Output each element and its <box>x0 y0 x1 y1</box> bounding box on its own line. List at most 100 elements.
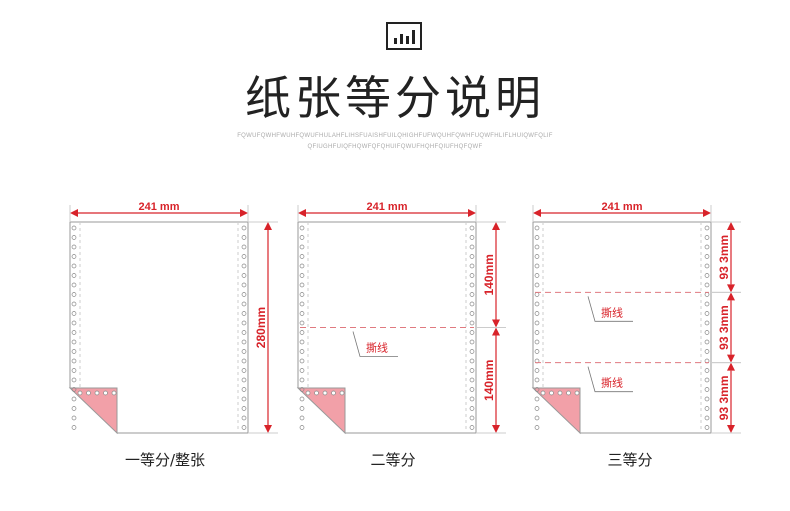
tractor-hole <box>241 320 247 326</box>
caption-panel-2: 二等分 <box>370 451 416 469</box>
tractor-hole <box>94 390 100 396</box>
tractor-hole <box>299 320 305 326</box>
tractor-hole <box>704 368 710 373</box>
tractor-hole <box>71 320 77 326</box>
arrowhead-down <box>727 354 735 363</box>
tractor-hole <box>241 263 247 269</box>
tractor-hole <box>574 390 580 396</box>
tractor-hole <box>534 339 540 345</box>
tractor-hole <box>71 387 77 392</box>
tractor-hole <box>339 390 345 396</box>
tractor-hole <box>299 377 305 383</box>
carbon-corner <box>531 387 581 435</box>
tractor-hole <box>704 282 710 288</box>
width-label: 241 mm <box>602 201 643 213</box>
tractor-hole <box>534 377 540 383</box>
tractor-hole <box>704 387 710 392</box>
caption-panel-1: 一等分/整张 <box>124 451 206 469</box>
tractor-hole <box>469 396 475 402</box>
tractor-hole <box>71 292 77 297</box>
tractor-hole <box>299 396 305 402</box>
tractor-hole <box>299 254 305 259</box>
tractor-hole <box>71 330 77 335</box>
arrowhead-right <box>240 209 248 217</box>
arrowhead-right <box>703 209 711 217</box>
tractor-hole <box>534 263 540 269</box>
arrowhead-up <box>492 222 500 230</box>
tractor-hole <box>534 254 540 259</box>
tractor-hole <box>534 425 540 430</box>
carbon-corner <box>68 387 118 435</box>
tractor-hole <box>469 387 475 392</box>
tractor-hole <box>71 282 77 288</box>
tractor-hole <box>86 390 91 396</box>
tractor-hole <box>71 349 77 354</box>
tractor-hole <box>299 358 305 364</box>
tractor-hole <box>540 390 546 396</box>
tractor-hole <box>469 320 475 326</box>
tractor-hole <box>704 263 710 269</box>
tractor-hole <box>704 330 710 335</box>
tear-label-leader <box>587 296 633 322</box>
tractor-hole <box>534 235 540 240</box>
page-title: 纸张等分说明 <box>245 71 545 125</box>
tractor-hole <box>704 235 710 240</box>
tractor-hole <box>704 254 710 259</box>
tractor-hole <box>469 282 475 288</box>
tractor-hole <box>557 390 563 396</box>
tractor-hole <box>71 406 77 411</box>
height-label: 93 3mm <box>717 305 731 350</box>
tractor-hole <box>704 377 710 383</box>
tractor-hole <box>71 235 77 240</box>
tractor-hole <box>241 387 247 392</box>
tractor-hole <box>71 368 77 373</box>
tractor-hole <box>241 282 247 288</box>
tractor-hole <box>241 415 247 421</box>
tractor-hole <box>77 390 83 396</box>
height-label: 93 3mm <box>717 375 731 420</box>
tractor-hole <box>71 377 77 383</box>
tractor-hole <box>549 390 554 396</box>
arrowhead-down <box>727 284 735 293</box>
tractor-hole <box>534 311 540 316</box>
tractor-hole <box>469 415 475 421</box>
tractor-hole <box>241 368 247 373</box>
tractor-hole <box>704 415 710 421</box>
tractor-hole <box>299 273 305 278</box>
tractor-hole <box>299 292 305 297</box>
tractor-hole <box>534 301 540 307</box>
tractor-hole <box>469 235 475 240</box>
tractor-hole <box>299 301 305 307</box>
tractor-hole <box>241 311 247 316</box>
tractor-hole <box>305 390 311 396</box>
tractor-hole <box>71 225 77 231</box>
tractor-hole <box>241 273 247 278</box>
tractor-hole <box>241 330 247 335</box>
tractor-hole <box>71 301 77 307</box>
tractor-hole <box>534 225 540 231</box>
tractor-hole <box>299 387 305 392</box>
tractor-hole <box>469 358 475 364</box>
tractor-hole <box>71 339 77 345</box>
tractor-hole <box>469 406 475 411</box>
height-label: 93 3mm <box>717 235 731 280</box>
tractor-hole <box>241 425 247 430</box>
arrowhead-left <box>70 209 78 217</box>
tractor-hole <box>704 273 710 278</box>
arrowhead-up <box>727 222 735 230</box>
carbon-corner <box>296 387 346 435</box>
tractor-hole <box>314 390 319 396</box>
tractor-hole <box>241 358 247 364</box>
tractor-hole <box>534 330 540 335</box>
tractor-hole <box>534 244 540 250</box>
tractor-hole <box>71 273 77 278</box>
arrowhead-up <box>727 362 735 371</box>
tractor-hole <box>299 415 305 421</box>
tractor-hole <box>299 406 305 411</box>
tractor-hole <box>71 415 77 421</box>
tractor-hole <box>534 273 540 278</box>
tractor-hole <box>299 349 305 354</box>
tractor-hole <box>469 263 475 269</box>
tractor-hole <box>299 311 305 316</box>
tractor-hole <box>469 311 475 316</box>
